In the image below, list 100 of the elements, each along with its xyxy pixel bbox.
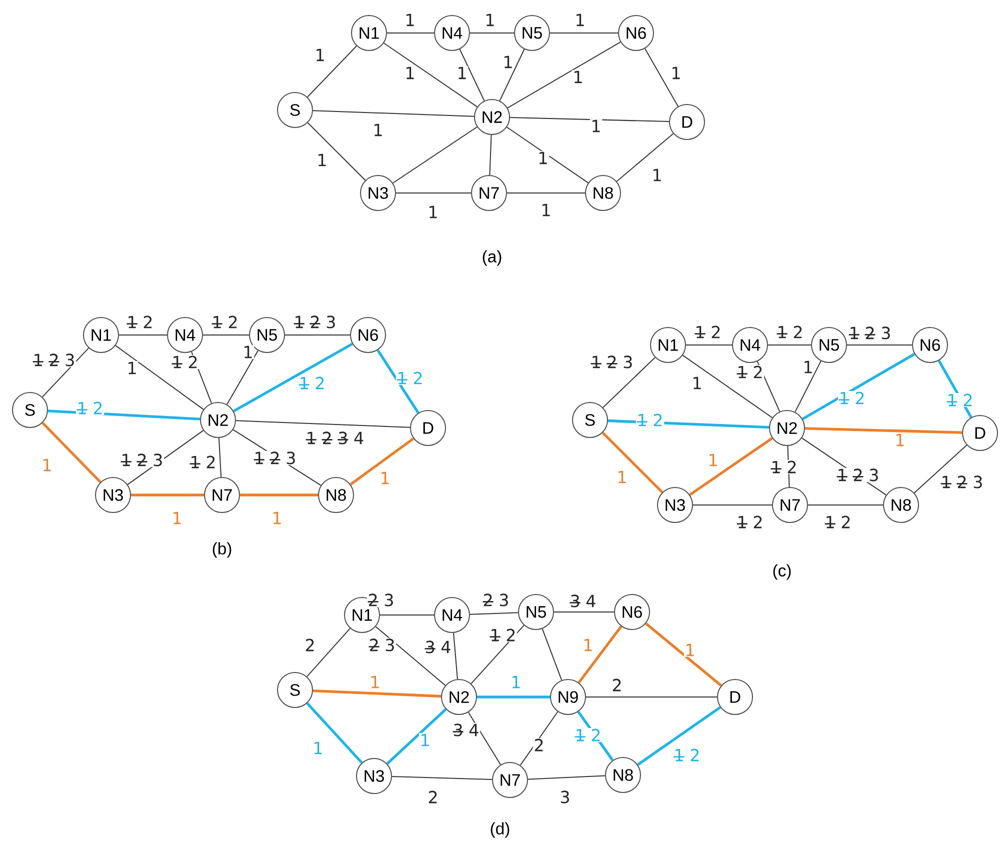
edge-label: 1: [316, 153, 328, 167]
edge-label: 1: [426, 205, 440, 219]
edge-line: [386, 32, 434, 34]
edge-label: 1: [372, 123, 384, 137]
edge-line: [808, 504, 884, 506]
edge-line: [233, 342, 353, 412]
edge-label: 1̶ 2: [946, 392, 974, 408]
edge-line: [459, 48, 485, 102]
edge-label: 1̶ 2̶ 3: [252, 450, 298, 466]
edge-label: 2: [304, 638, 316, 652]
edge-line: [586, 696, 718, 698]
edge-label: 1: [170, 511, 184, 525]
edge-label: 1: [650, 168, 664, 182]
edge-label: 1̶ 2: [76, 400, 104, 416]
edge-line: [306, 45, 358, 98]
edge-line: [396, 192, 472, 194]
edge-line: [644, 48, 679, 107]
edge-line: [312, 689, 442, 698]
edge-label: 2̶ 3: [366, 592, 396, 608]
edge-label: 1̶ 2: [694, 324, 722, 340]
edge-line: [616, 133, 674, 182]
edge-line: [240, 494, 318, 496]
edge-label: 1: [590, 119, 602, 133]
edge-label: 1: [502, 55, 514, 69]
edge-line: [375, 626, 446, 686]
caption-label: (a): [482, 250, 502, 266]
edge-label: 1: [706, 453, 720, 467]
edge-label: 1̶ 2: [298, 376, 326, 390]
edge-line: [392, 126, 478, 184]
edge-line: [312, 110, 475, 117]
edge-line: [578, 626, 622, 684]
edge-label: 1̶ 2̶ 3: [848, 326, 892, 340]
edge-line: [550, 32, 618, 34]
edge-label: 1: [404, 66, 416, 80]
edge-line: [115, 345, 204, 410]
edge-line: [686, 344, 733, 346]
edge-label: 3: [558, 790, 572, 804]
edge-label: 1: [378, 471, 392, 485]
edge-line: [118, 334, 168, 336]
edge-label: 2: [532, 738, 546, 752]
edge-line: [453, 632, 458, 680]
edge-line: [528, 775, 606, 780]
edge-label: 1̶ 2̶ 3: [292, 314, 338, 330]
edge-label: 2̶ 3: [482, 592, 510, 608]
edge-line: [804, 427, 962, 434]
edge-line: [846, 344, 913, 346]
edge-label: 1: [404, 13, 416, 27]
edge-line: [802, 352, 916, 420]
edge-label: 1: [540, 203, 552, 217]
edge-label: 1̶ 2: [672, 748, 702, 762]
edge-label: 1: [582, 638, 594, 652]
caption-label: (d): [490, 822, 510, 838]
edge-label: 2: [610, 678, 624, 692]
edge-label: 1̶ 2: [170, 354, 200, 370]
edge-line: [131, 494, 204, 496]
edge-label: 1̶ 2: [736, 515, 764, 530]
edge-line: [218, 437, 222, 478]
edge-label: 1: [418, 733, 432, 747]
edge-line: [470, 32, 514, 34]
edge-label: 1̶ 2: [824, 515, 852, 530]
edge-line: [507, 42, 621, 108]
edge-line: [692, 504, 773, 506]
edge-label: 1̶ 2̶ 3: [120, 452, 164, 468]
edge-line: [306, 628, 351, 678]
edge-label: 1: [690, 376, 704, 390]
edge-line: [386, 708, 447, 765]
edge-line: [376, 349, 420, 414]
edge-label: 1̶ 2: [210, 314, 240, 330]
edge-line: [682, 354, 773, 418]
edge-label: 1: [40, 458, 54, 472]
edge-label: 1̶ 2̶ 3: [940, 474, 984, 490]
edge-line: [226, 350, 259, 405]
caption-label: (b): [212, 542, 232, 558]
edge-line: [914, 444, 968, 494]
edge-label: 1̶ 2: [126, 314, 154, 330]
edge-label: 1: [312, 741, 324, 755]
edge-label: 1: [314, 48, 326, 62]
edge-label: 1̶ 2: [838, 390, 866, 406]
edge-label: 1: [484, 13, 496, 27]
edge-line: [794, 360, 822, 412]
edge-label: 1̶ 2: [736, 364, 764, 380]
edge-line: [768, 344, 812, 346]
edge-label: 1̶ 2: [776, 324, 804, 340]
edge-line: [489, 134, 492, 176]
edge-label: 1: [574, 13, 586, 27]
edge-line: [383, 42, 478, 108]
edge-label: 1: [684, 643, 696, 657]
edge-line: [350, 438, 414, 486]
edge-line: [380, 614, 434, 616]
edge-label: 1̶ 2̶ 3̶ 4: [305, 430, 365, 446]
edge-line: [602, 356, 656, 408]
edge-label: 1: [270, 511, 284, 525]
edge-label: 1̶ 2: [488, 628, 518, 642]
edge-label: 1: [894, 433, 906, 447]
edge-label: 3̶ 4: [424, 640, 452, 654]
edge-label: 1̶ 2̶ 3: [836, 468, 880, 482]
edge-label: 1̶ 2: [396, 370, 424, 386]
edge-line: [689, 437, 773, 496]
edge-label: 1: [616, 470, 628, 484]
edge-line: [499, 48, 525, 102]
